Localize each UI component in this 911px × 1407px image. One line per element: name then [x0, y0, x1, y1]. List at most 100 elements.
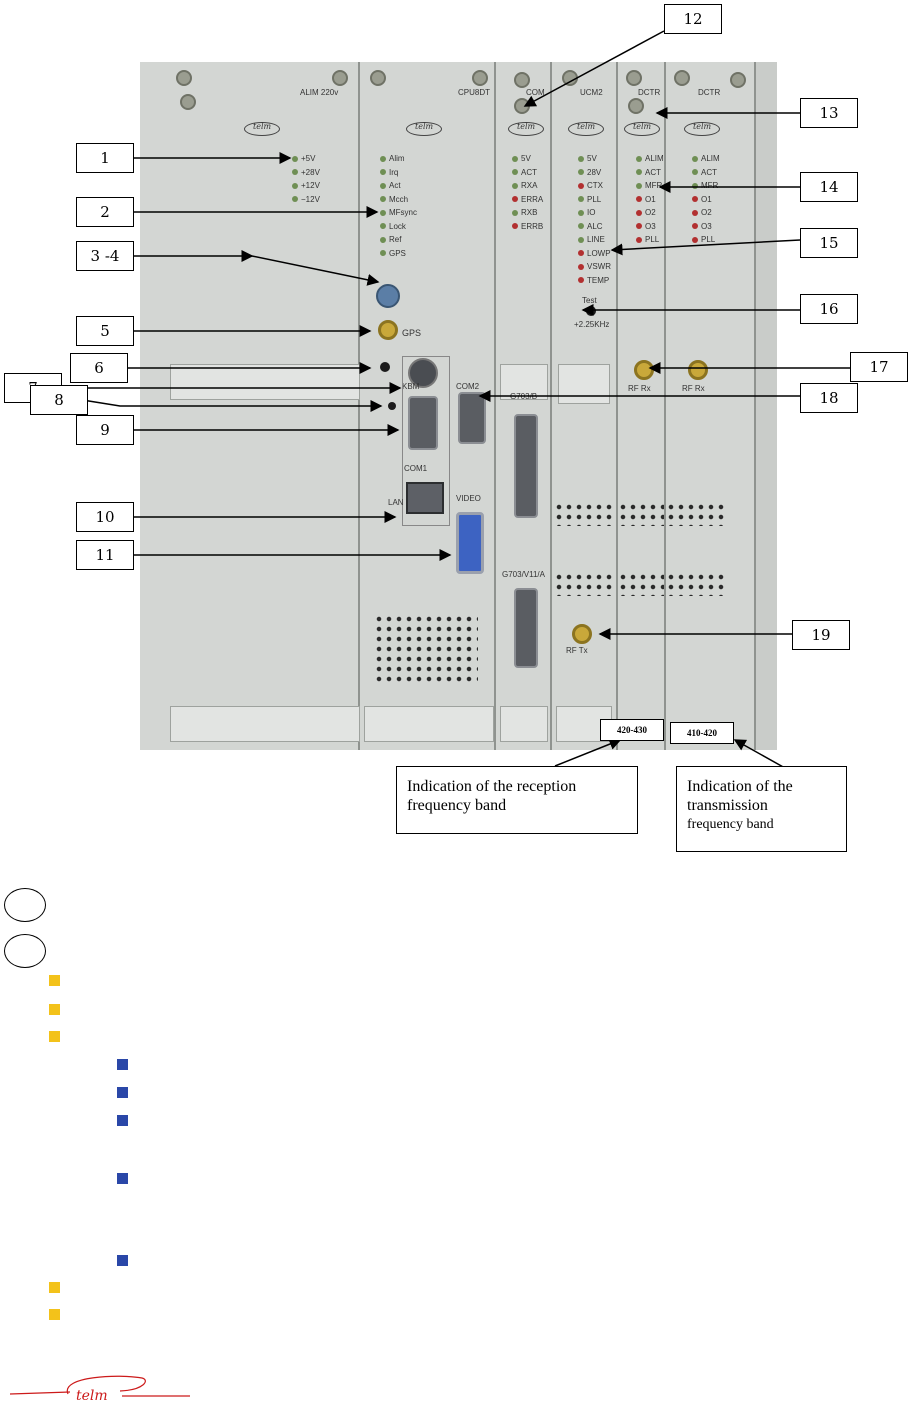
led-item: O1 — [636, 193, 664, 207]
kbm-connector-icon[interactable] — [408, 358, 438, 388]
led-item: ALIM — [692, 152, 720, 166]
led-item: CTX — [578, 179, 611, 193]
rf-tx-connector-icon[interactable] — [572, 624, 592, 644]
bullet-yellow — [49, 975, 60, 986]
telm-logo: telm — [406, 122, 442, 136]
lan-port-label: LAN — [388, 498, 404, 507]
com-module-name: COM — [526, 88, 545, 97]
callout-10: 10 — [76, 502, 134, 532]
g703b-connector-icon[interactable] — [514, 414, 538, 518]
callout-19: 19 — [792, 620, 850, 650]
led-item: ERRB — [512, 220, 543, 234]
led-item: VSWR — [578, 260, 611, 274]
callout-6: 6 — [70, 353, 128, 383]
led-item: TEMP — [578, 274, 611, 288]
screw — [674, 70, 690, 86]
alim-led-list: +5V +28V +12V −12V — [292, 152, 320, 206]
video-connector-icon[interactable] — [456, 512, 484, 574]
telm-logo: telm — [244, 122, 280, 136]
led-item: Ref — [380, 233, 417, 247]
led-item: ERRA — [512, 193, 543, 207]
screw — [472, 70, 488, 86]
com1-port-label: COM1 — [404, 464, 428, 473]
callout-13: 13 — [800, 98, 858, 128]
dctr1-led-list: ALIM ACT MFR O1 O2 O3 PLL — [636, 152, 664, 247]
screw — [514, 72, 530, 88]
com-module: COM telm 5V ACT RXA ERRA RXB ERRB G703/B… — [496, 62, 552, 750]
led-item: O2 — [636, 206, 664, 220]
led-item: ALC — [578, 220, 611, 234]
bullet-blue — [117, 1173, 128, 1184]
cpu-module: CPU8DT telm Alim Irq Act Mcch MFsync Loc… — [360, 62, 496, 750]
led-item: ACT — [636, 166, 664, 180]
dctr2-module-name: DCTR — [698, 88, 721, 97]
callout-1: 1 — [76, 143, 134, 173]
callout-8: 8 — [30, 385, 88, 415]
led-item: ACT — [512, 166, 543, 180]
rf-rx-port-label: RF Rx — [682, 384, 705, 393]
indicator-hole-icon — [380, 362, 390, 372]
g703a-connector-icon[interactable] — [514, 588, 538, 668]
telm-logo-footer: telm — [10, 1375, 190, 1402]
screw — [176, 70, 192, 86]
screw — [730, 72, 746, 88]
test-frequency-label: +2.25KHz — [574, 320, 610, 329]
bullet-yellow — [49, 1282, 60, 1293]
led-item: GPS — [380, 247, 417, 261]
callout-5: 5 — [76, 316, 134, 346]
led-item: Lock — [380, 220, 417, 234]
rf-rx-connector-icon[interactable] — [688, 360, 708, 380]
module-handle — [364, 706, 494, 742]
equipment-rack-photo: ALIM 220v telm +5V +28V +12V −12V CPU8DT… — [140, 62, 777, 750]
callout-14: 14 — [800, 172, 858, 202]
callout-16: 16 — [800, 294, 858, 324]
bullet-blue — [117, 1059, 128, 1070]
led-item: MFR — [692, 179, 720, 193]
screw — [626, 70, 642, 86]
screw — [180, 94, 196, 110]
led-item: MFsync — [380, 206, 417, 220]
module-handle — [500, 706, 548, 742]
bullet-yellow — [49, 1309, 60, 1320]
telm-logo: telm — [624, 122, 660, 136]
gps-port-label: GPS — [402, 328, 422, 338]
callout-3-4: 3 -4 — [76, 241, 134, 271]
led-item: PLL — [636, 233, 664, 247]
legend-circle — [4, 934, 46, 968]
callout-11: 11 — [76, 540, 134, 570]
dctr1-module-name: DCTR — [638, 88, 661, 97]
callout-leader-lines — [69, 30, 850, 769]
module-handle — [558, 364, 610, 404]
callout-2: 2 — [76, 197, 134, 227]
led-item: O3 — [636, 220, 664, 234]
led-item: Alim — [380, 152, 417, 166]
dctr2-led-list: ALIM ACT MFR O1 O2 O3 PLL — [692, 152, 720, 247]
alim-module-name: ALIM 220v — [300, 88, 339, 97]
led-item: Irq — [380, 166, 417, 180]
telm-logo: telm — [568, 122, 604, 136]
screw — [370, 70, 386, 86]
com2-port-label: COM2 — [456, 382, 480, 391]
cpu-module-name: CPU8DT — [458, 88, 491, 97]
vent-grille — [554, 502, 614, 526]
kbm-port-label: KBM — [402, 382, 420, 391]
reset-knob-icon[interactable] — [376, 284, 400, 308]
led-item: O1 — [692, 193, 720, 207]
module-handle — [170, 364, 360, 400]
led-item: 28V — [578, 166, 611, 180]
com1-connector-icon[interactable] — [408, 396, 438, 450]
test-label: Test — [582, 296, 597, 305]
vent-grille — [666, 502, 726, 526]
led-item: −12V — [292, 193, 320, 207]
lan-connector-icon[interactable] — [406, 482, 444, 514]
callout-18: 18 — [800, 383, 858, 413]
vent-grille — [374, 614, 478, 684]
callout-12: 12 — [664, 4, 722, 34]
led-item: RXA — [512, 179, 543, 193]
ucm-module-name: UCM2 — [580, 88, 603, 97]
led-item: O2 — [692, 206, 720, 220]
gps-connector-icon[interactable] — [378, 320, 398, 340]
led-item: LINE — [578, 233, 611, 247]
led-item: IO — [578, 206, 611, 220]
led-item: PLL — [692, 233, 720, 247]
